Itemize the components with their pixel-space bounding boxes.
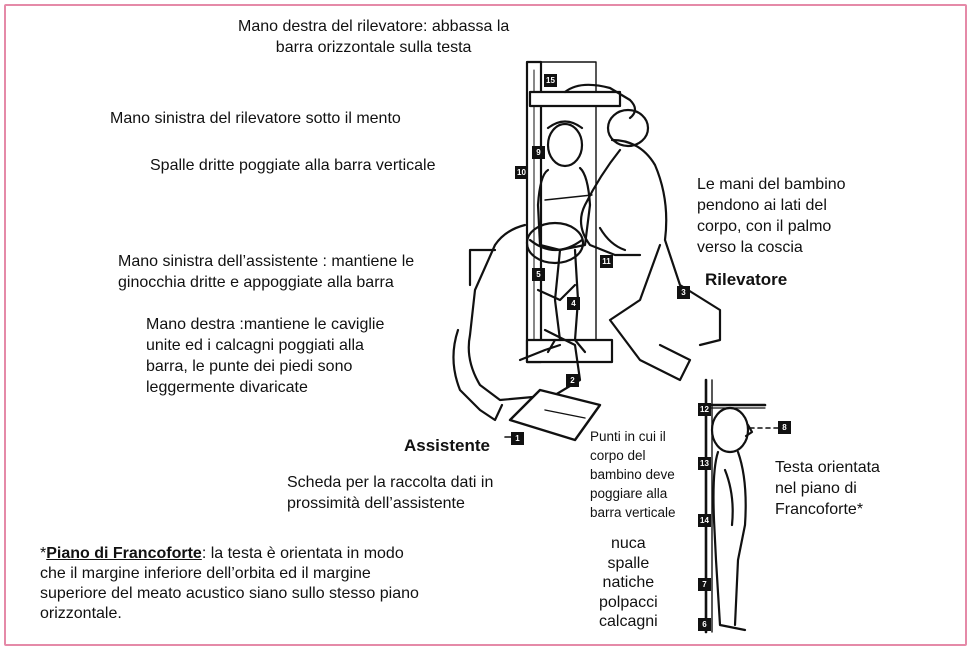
footnote: *Piano di Francoforte: la testa è orient… (40, 544, 419, 624)
label-mano-sinistra-rilevatore: Mano sinistra del rilevatore sotto il me… (110, 108, 401, 129)
marker-5: 5 (532, 268, 545, 281)
label-spalle: Spalle dritte poggiate alla barra vertic… (150, 155, 436, 176)
label-mano-sinistra-assistente: Mano sinistra dell’assistente : mantiene… (118, 251, 414, 293)
marker-9: 9 (532, 146, 545, 159)
assistant-figure (453, 223, 583, 420)
marker-1: 1 (511, 432, 524, 445)
label-mani-bambino: Le mani del bambino pendono ai lati del … (697, 174, 846, 258)
marker-11: 11 (600, 255, 613, 268)
marker-15: 15 (544, 74, 557, 87)
marker-7: 7 (698, 578, 711, 591)
label-mano-destra-assistente: Mano destra :mantiene le caviglie unite … (146, 314, 384, 398)
label-punti-lista: nuca spalle natiche polpacci calcagni (599, 534, 658, 632)
label-mano-destra-rilevatore: Mano destra del rilevatore: abbassa la b… (238, 16, 509, 58)
marker-4: 4 (567, 297, 580, 310)
label-scheda: Scheda per la raccolta dati in prossimit… (287, 472, 493, 514)
label-assistente: Assistente (404, 435, 490, 456)
label-rilevatore: Rilevatore (705, 269, 787, 290)
measuring-board (527, 62, 620, 362)
footnote-term: Piano di Francoforte (46, 545, 202, 562)
marker-8: 8 (778, 421, 791, 434)
marker-13: 13 (698, 457, 711, 470)
marker-3: 3 (677, 286, 690, 299)
marker-2: 2 (566, 374, 579, 387)
label-punti-contatto: Punti in cui il corpo del bambino deve p… (590, 427, 676, 522)
label-testa-orientata: Testa orientata nel piano di Francoforte… (775, 457, 880, 520)
marker-14: 14 (698, 514, 711, 527)
marker-10: 10 (515, 166, 528, 179)
marker-12: 12 (698, 403, 711, 416)
marker-6: 6 (698, 618, 711, 631)
